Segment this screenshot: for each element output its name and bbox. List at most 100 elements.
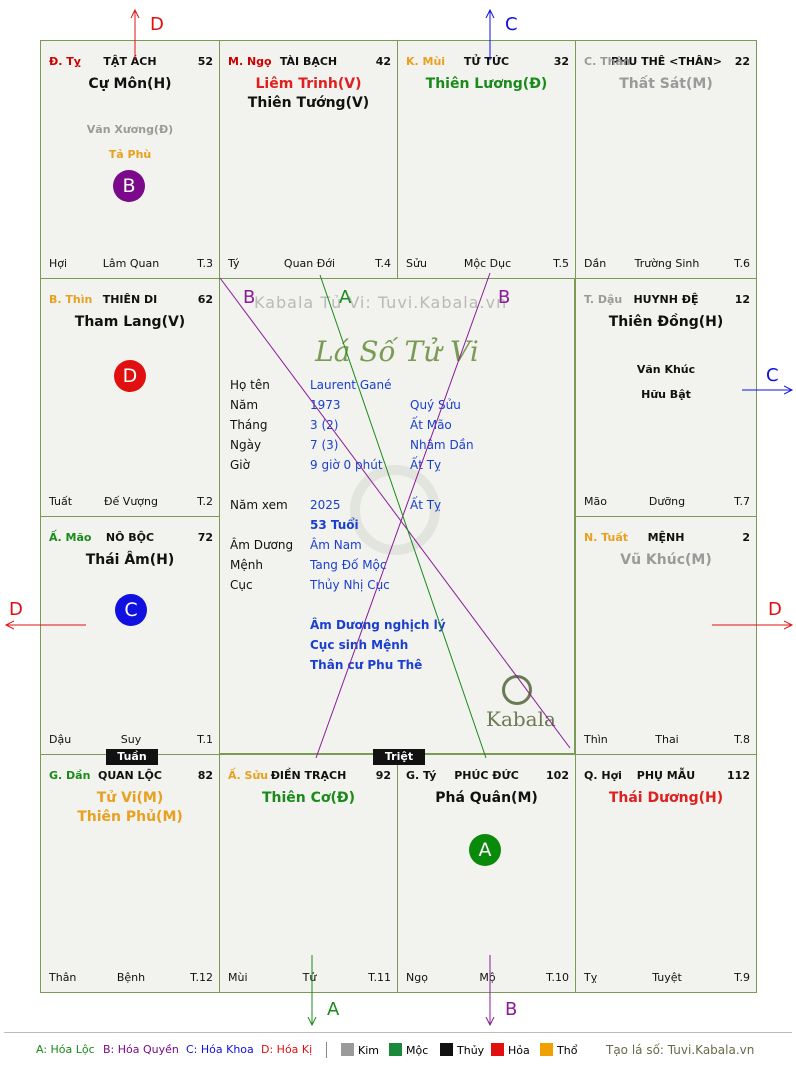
center-note: Thân cư Phu Thê	[310, 658, 423, 672]
legend-moc-label: Mộc	[406, 1044, 429, 1057]
palace-number: 2	[742, 531, 750, 544]
info-label: Mệnh	[230, 558, 263, 572]
palace-name: TỬ TỨC	[463, 55, 510, 68]
hoa-ki-label-top: D	[150, 14, 164, 35]
footer-right: T.7	[734, 495, 750, 508]
footer-right: T.9	[734, 971, 750, 984]
main-stars: Vũ Khúc(M)	[576, 551, 756, 570]
legend-divider	[4, 1032, 792, 1033]
footer-left: Mão	[584, 495, 607, 508]
palace-name: NÔ BỘC	[105, 531, 155, 544]
main-stars: Liêm Trinh(V)Thiên Tướng(V)	[220, 75, 397, 113]
palace-name: THIÊN DI	[102, 293, 158, 306]
thuy-swatch	[440, 1043, 453, 1056]
footer-left: Mùi	[228, 971, 248, 984]
info-value: 3 (2)	[310, 418, 339, 432]
footer-left: Sửu	[406, 257, 427, 270]
palace-branch: G. Dần	[49, 769, 91, 782]
palace-branch: K. Mùi	[406, 55, 446, 68]
palace-name: QUAN LỘC	[98, 769, 162, 782]
palace-number: 82	[197, 769, 213, 782]
triet-tag: Triệt	[373, 749, 425, 765]
legend-hoa-quyen: B: Hóa Quyền	[103, 1043, 179, 1056]
legend-thuy-label: Thủy	[457, 1044, 485, 1057]
info-label: Âm Dương	[230, 538, 294, 552]
main-star: Tử Vi(M)	[96, 790, 164, 806]
main-stars: Thái Âm(H)	[41, 551, 219, 570]
info-value-2: Ất Tỵ	[410, 458, 442, 472]
palace-number: 52	[197, 55, 213, 68]
main-star: Thiên Phủ(M)	[77, 809, 183, 825]
main-stars: Thất Sát(M)	[576, 75, 756, 94]
badge-b: B	[113, 170, 145, 202]
footer-center: Dưỡng	[648, 495, 686, 508]
footer-center: Mộ	[479, 971, 496, 984]
palace-branch: M. Ngọ	[228, 55, 272, 68]
hoa-quyen-label-diag-1: B	[243, 287, 255, 308]
loc-line	[319, 274, 487, 759]
palace-number: 92	[375, 769, 391, 782]
palace-branch: G. Tý	[406, 769, 437, 782]
hoa-loc-label-bottom: A	[327, 999, 340, 1020]
info-value-2: Ất Tỵ	[410, 498, 442, 512]
footer-center: Lâm Quan	[102, 257, 160, 270]
minor-star: Tả Phù	[108, 148, 152, 161]
footer-center: Suy	[120, 733, 142, 746]
badge-c: C	[115, 594, 147, 626]
footer-left: Dần	[584, 257, 607, 270]
footer-center: Đế Vượng	[104, 495, 158, 508]
info-value-2: Quý Sửu	[410, 398, 461, 412]
hoa-swatch	[491, 1043, 504, 1056]
footer-left: Ngọ	[406, 971, 428, 984]
minor-star: Văn Khúc	[636, 363, 696, 376]
legend-hoa-label: Hỏa	[508, 1044, 530, 1057]
info-label: Năm	[230, 398, 259, 412]
palace-name: MỆNH	[647, 531, 685, 544]
footer-center: Bệnh	[116, 971, 146, 984]
tuan-tag: Tuần	[106, 749, 158, 765]
info-value: 2025	[310, 498, 341, 512]
minor-star: Văn Xương(Đ)	[86, 123, 174, 136]
main-stars: Thiên Cơ(Đ)	[220, 789, 397, 808]
info-value: 9 giờ 0 phút	[310, 458, 383, 472]
hoa-khoa-label-right: C	[766, 365, 779, 386]
bagua-watermark	[350, 465, 440, 555]
footer-right: T.6	[734, 257, 750, 270]
main-stars: Cự Môn(H)	[41, 75, 219, 94]
info-value: Thủy Nhị Cục	[310, 578, 390, 592]
main-star: Thái Dương(H)	[608, 790, 724, 806]
legend-kim: Kim	[341, 1043, 379, 1057]
hoa-quyen-label-bottom: B	[505, 999, 517, 1020]
tho-swatch	[540, 1043, 553, 1056]
site-link[interactable]: Tạo lá số: Tuvi.Kabala.vn	[606, 1043, 755, 1057]
moc-swatch	[389, 1043, 402, 1056]
hoa-ki-label-left: D	[9, 599, 23, 620]
main-star: Thiên Cơ(Đ)	[261, 790, 356, 806]
main-stars: Tham Lang(V)	[41, 313, 219, 332]
center-note: Âm Dương nghịch lý	[310, 618, 446, 632]
legend-hoa-khoa: C: Hóa Khoa	[186, 1043, 254, 1056]
hoa-khoa-label-top: C	[505, 14, 518, 35]
footer-right: T.3	[197, 257, 213, 270]
palace-branch: Ấ. Sửu	[228, 769, 269, 782]
legend-kim-label: Kim	[358, 1044, 379, 1057]
kabala-logo-text: Kabala	[486, 707, 556, 731]
palace-branch: Ấ. Mão	[49, 531, 92, 544]
hoa-ki-label-right: D	[768, 599, 782, 620]
info-label: Cục	[230, 578, 253, 592]
minor-star: Hữu Bật	[641, 388, 691, 401]
palace-name: ĐIỀN TRẠCH	[270, 769, 347, 782]
palace-branch: T. Dậu	[584, 293, 623, 306]
info-value: Tang Đố Mộc	[310, 558, 387, 572]
